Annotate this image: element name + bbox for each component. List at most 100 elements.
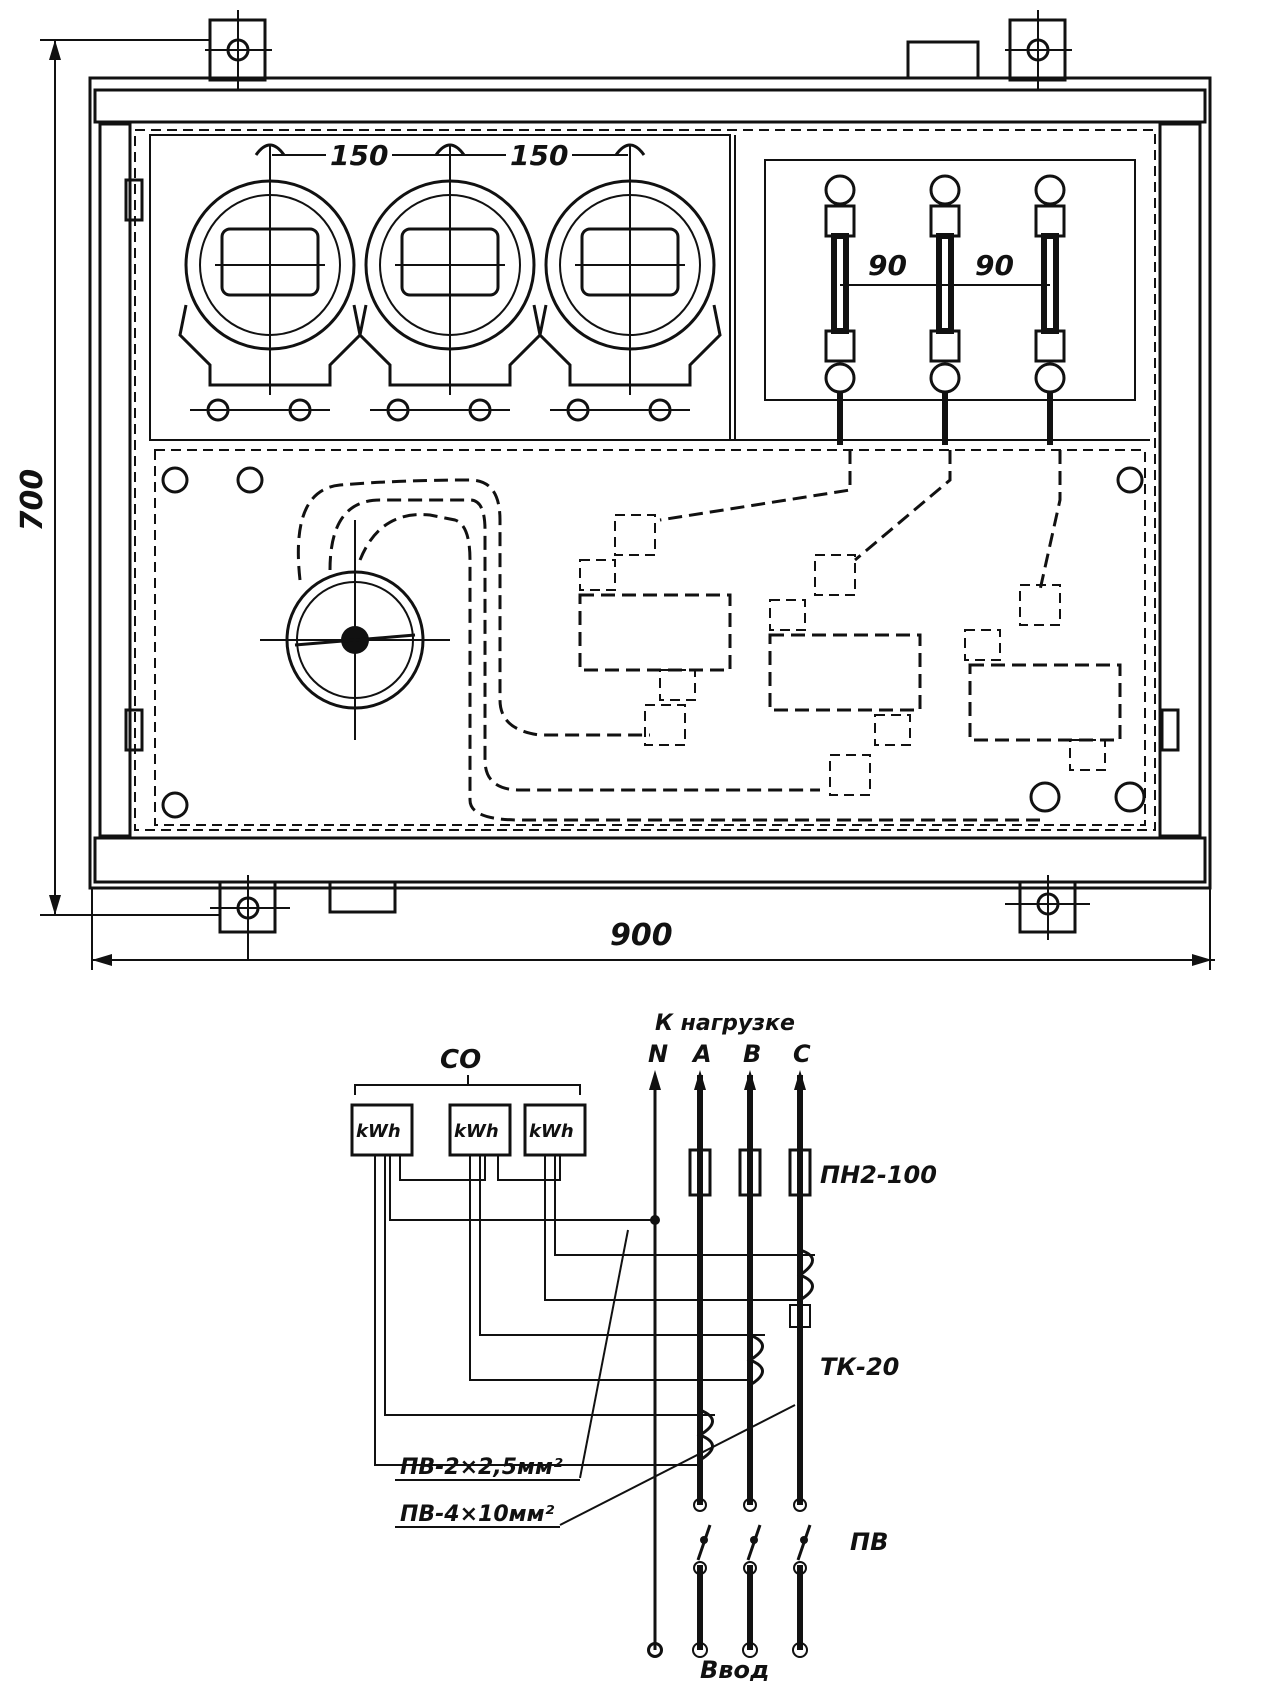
phase-label-c: C <box>793 1040 811 1068</box>
meter3-current-wire-1 <box>554 1155 815 1256</box>
fuse-3 <box>1034 174 1066 445</box>
width-arrow-right <box>1192 954 1212 966</box>
height-label: 700 <box>15 469 50 532</box>
schematic-meter-2-label: kWh <box>454 1121 499 1142</box>
hinge-right <box>1160 708 1180 752</box>
meter-neutral-wire <box>389 1155 655 1221</box>
fuse-spacing-label-2: 90 <box>975 249 1014 282</box>
fuse-1 <box>824 174 856 445</box>
cabinet-right-post <box>1158 122 1202 838</box>
cable-run-3 <box>358 513 1040 822</box>
load-label: К нагрузке <box>655 1011 795 1036</box>
fuse-panel <box>764 159 1136 401</box>
cable-gland-top <box>906 40 980 80</box>
meter2-current-wire-2 <box>469 1155 750 1381</box>
cabinet-left-post <box>98 122 132 838</box>
lower-panel-dashed <box>154 449 1146 826</box>
fuse-cable-3 <box>1038 450 1062 591</box>
arrow-a <box>694 1070 706 1090</box>
mount-hole-5 <box>1029 781 1061 813</box>
ct-coil-c <box>796 1248 814 1302</box>
meter1-current-wire-2 <box>374 1155 700 1466</box>
switch-type-label: ПВ <box>850 1528 888 1556</box>
meter-spacing-label-2: 150 <box>510 139 568 172</box>
energy-meter-1 <box>178 143 362 422</box>
mounting-lug-bottom-left <box>210 875 290 960</box>
wiring-schematic: СО kWh kWh kWh К нагрузке N A B C <box>350 1011 937 1681</box>
fuse-spacing-label-1: 90 <box>868 249 907 282</box>
width-label: 900 <box>610 918 673 953</box>
meter3-current-wire-2 <box>544 1155 800 1301</box>
cable-run-1 <box>296 478 650 737</box>
wire-callout-label-1: ПВ-2×2,5мм² <box>400 1455 563 1480</box>
dim-bg-1 <box>326 138 392 170</box>
arrow-c <box>794 1070 806 1090</box>
ct-box-c <box>789 1304 811 1328</box>
cabinet-inner-dashed <box>134 129 1156 831</box>
mounting-lug-top-right <box>1005 10 1072 90</box>
schematic-meter-3-label: kWh <box>529 1121 574 1142</box>
hinge-top <box>124 178 144 222</box>
ct-coil-b <box>746 1333 764 1387</box>
mount-hole-3 <box>1116 466 1144 494</box>
current-transformer-1 <box>578 514 732 746</box>
meter-panel <box>149 134 731 441</box>
schematic-switch-a <box>690 1498 712 1575</box>
energy-meter-2 <box>358 143 542 422</box>
wire-callout-label-2: ПВ-4×10мм² <box>400 1502 555 1527</box>
fuse-type-label: ПН2-100 <box>820 1161 937 1189</box>
current-transformer-3 <box>964 584 1122 771</box>
mounting-lug-bottom-right <box>1005 875 1090 940</box>
input-terminal-b <box>742 1642 758 1658</box>
wire-callout-leader-2 <box>559 1404 796 1526</box>
schematic-meter-1: kWh <box>350 1103 414 1157</box>
arrow-b <box>744 1070 756 1090</box>
cabinet-outer-frame <box>88 76 1212 890</box>
schematic-fuse-b <box>738 1148 762 1197</box>
fuse-cable-2 <box>854 450 952 562</box>
input-label: Ввод <box>700 1656 769 1681</box>
energy-meter-3 <box>538 143 722 422</box>
cabinet-bottom-rail <box>93 836 1207 884</box>
mount-hole-1 <box>161 466 189 494</box>
fuse-2 <box>929 174 961 445</box>
cabinet-top-rail <box>93 88 1207 124</box>
schematic-fuse-a <box>688 1148 712 1197</box>
fuse-cable-1 <box>659 450 852 522</box>
meter-group-brace <box>354 1084 581 1095</box>
ct-coil-a <box>696 1408 714 1462</box>
height-arrow-top <box>49 40 61 60</box>
ct-type-label: ТК-20 <box>820 1353 899 1381</box>
cabinet-drawing: 150 150 90 90 <box>15 10 1215 970</box>
dim-bg-2 <box>506 138 572 170</box>
schematic-meter-3: kWh <box>523 1103 587 1157</box>
current-transformer-2 <box>768 554 922 796</box>
schematic-meter-1-label: kWh <box>356 1121 401 1142</box>
mount-hole-2 <box>236 466 264 494</box>
phase-label-b: B <box>743 1040 761 1068</box>
height-arrow-bottom <box>49 895 61 915</box>
meter-link-1 <box>399 1155 486 1181</box>
schematic-fuse-c <box>788 1148 812 1197</box>
meter-group-label: СО <box>440 1045 481 1075</box>
meter-link-2 <box>497 1155 561 1181</box>
mount-hole-4 <box>161 791 189 819</box>
meter-spacing-label-1: 150 <box>330 139 388 172</box>
schematic-switch-c <box>790 1498 812 1575</box>
meter2-current-wire-1 <box>479 1155 765 1336</box>
phase-label-a: A <box>691 1040 712 1068</box>
mounting-lug-top-left <box>205 10 272 90</box>
input-terminal-n <box>647 1642 663 1658</box>
input-terminal-a <box>692 1642 708 1658</box>
schematic-meter-2: kWh <box>448 1103 512 1157</box>
cable-run-2 <box>328 498 820 792</box>
wire-callout-leader-1 <box>579 1229 629 1479</box>
cable-gland-bottom <box>328 880 397 914</box>
hinge-bottom <box>124 708 144 752</box>
mount-hole-6 <box>1114 781 1146 813</box>
rotary-switch <box>260 520 450 740</box>
input-terminal-c <box>792 1642 808 1658</box>
meter1-current-wire-1 <box>384 1155 715 1416</box>
width-arrow-left <box>92 954 112 966</box>
